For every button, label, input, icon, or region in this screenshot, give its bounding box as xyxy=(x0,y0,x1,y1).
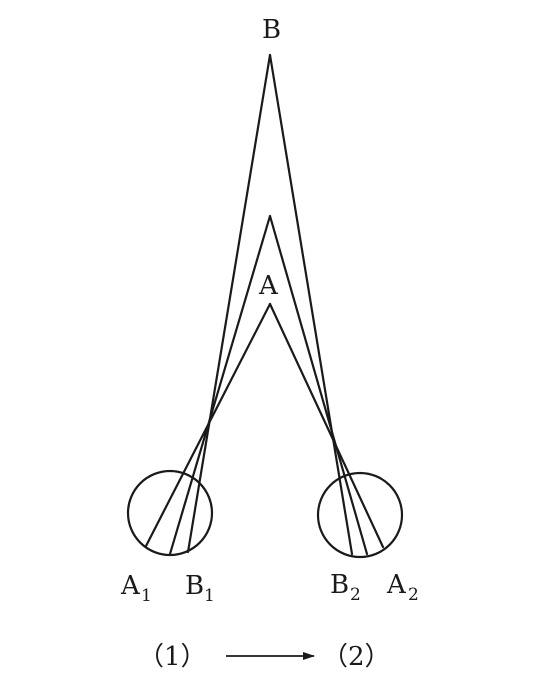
label-a-middle: A xyxy=(258,271,279,301)
label-a2: A xyxy=(386,570,407,600)
ray-mid-right xyxy=(268,214,369,556)
label-a1-sub: 1 xyxy=(141,586,152,606)
ray-a-right xyxy=(268,302,385,549)
ray-a-left xyxy=(144,302,272,548)
label-a2-sub: 2 xyxy=(408,585,419,605)
caption-left: （1） xyxy=(138,642,207,672)
label-b-top: B xyxy=(262,15,281,45)
right-eye xyxy=(316,471,404,559)
ray-b-right xyxy=(268,53,354,556)
caption-right: （2） xyxy=(322,642,391,672)
label-b1-sub: 1 xyxy=(204,586,215,606)
ray-b-left xyxy=(186,53,272,554)
label-b2: B xyxy=(330,570,349,600)
ray-mid-left xyxy=(168,214,272,556)
label-b2-sub: 2 xyxy=(350,585,361,605)
label-b1: B xyxy=(185,571,204,601)
label-a1: A xyxy=(120,571,141,601)
